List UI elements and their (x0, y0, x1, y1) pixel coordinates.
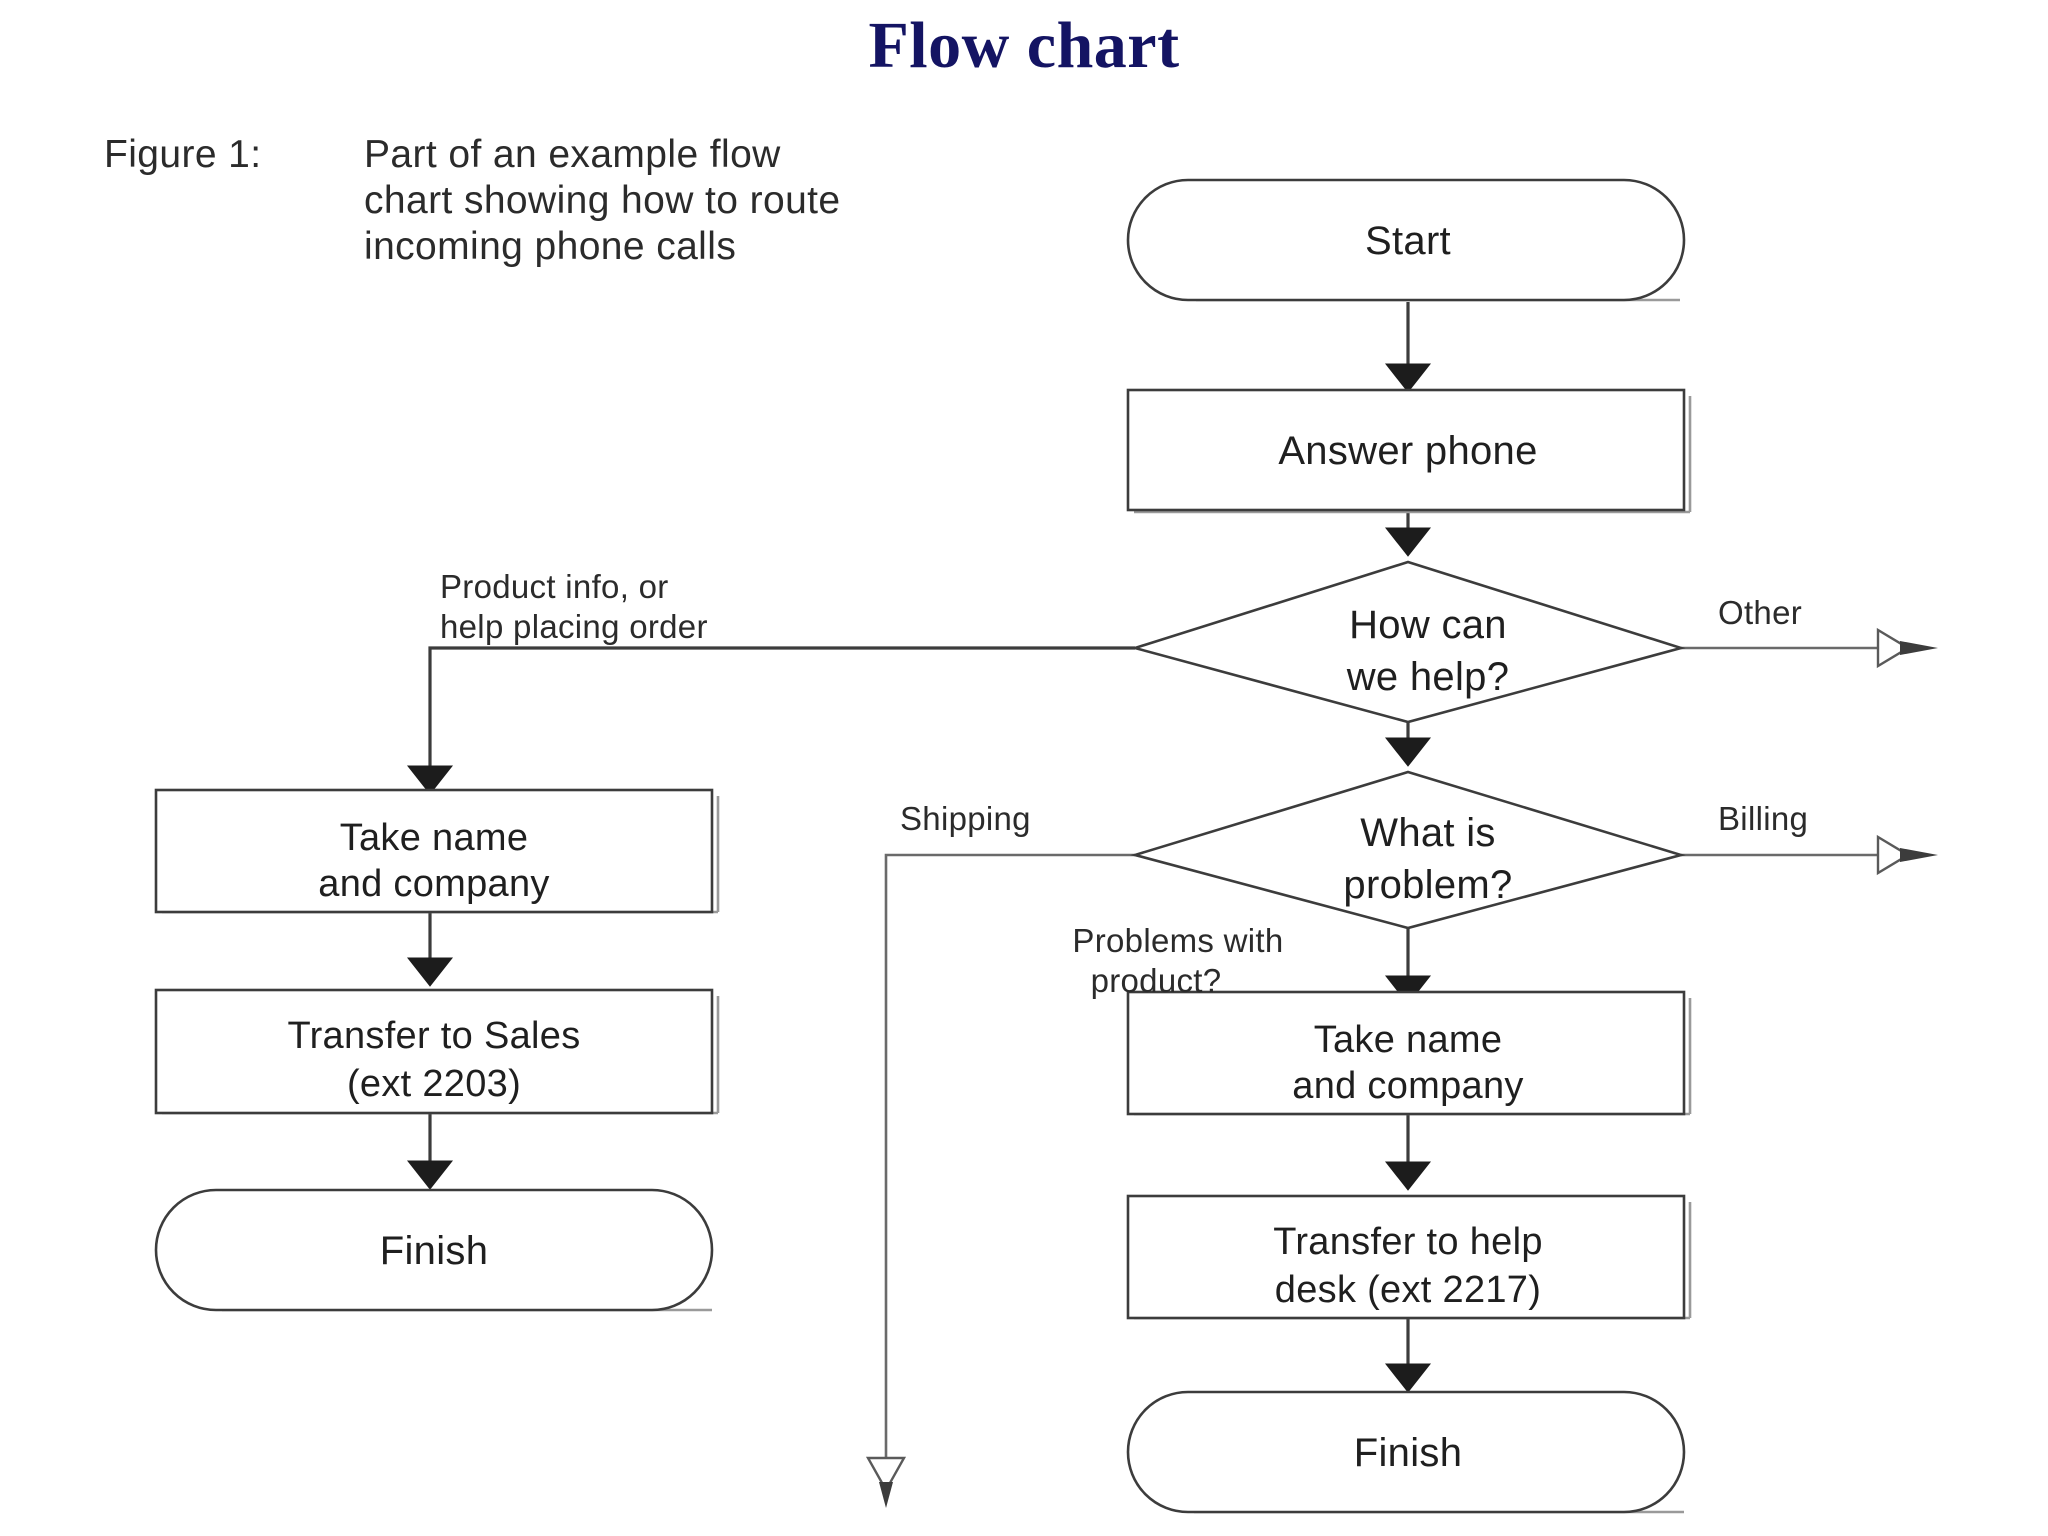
node-take-name-right-line2: and company (1292, 1065, 1523, 1107)
figure-caption-text-3: incoming phone calls (364, 225, 737, 268)
edge-howhelp-to-takename-left (406, 646, 1135, 795)
node-take-name-left[interactable]: Take name and company (154, 788, 720, 914)
node-transfer-to-sales-line1: Transfer to Sales (287, 1015, 580, 1057)
node-transfer-to-sales-line2: (ext 2203) (347, 1063, 521, 1105)
node-how-can-we-help-line2: we help? (1346, 655, 1510, 699)
figure-caption-line-1: Figure 1: Part of an example flow (104, 132, 1134, 178)
edge-label-billing: Billing (1718, 800, 1808, 837)
edge-label-problems-line1: Problems with (1072, 922, 1283, 959)
edge-howhelp-to-whatproblem (1384, 722, 1432, 767)
edge-takename-right-to-transferhelp (1384, 1114, 1432, 1191)
edge-howhelp-to-other (1681, 627, 1938, 669)
node-finish-left-label: Finish (380, 1229, 489, 1273)
node-transfer-to-help-desk-line1: Transfer to help (1273, 1221, 1543, 1263)
edge-transfersales-to-finish-left (406, 1113, 454, 1190)
node-transfer-to-help-desk[interactable]: Transfer to help desk (ext 2217) (1126, 1194, 1692, 1320)
page-title: Flow chart (868, 9, 1180, 82)
node-answer-phone-label: Answer phone (1278, 429, 1537, 473)
edge-label-other: Other (1718, 594, 1802, 631)
node-transfer-to-help-desk-line2: desk (ext 2217) (1275, 1269, 1541, 1311)
figure-caption: Figure 1: Part of an example flow chart s… (104, 132, 1134, 270)
figure-label: Figure 1: (104, 133, 262, 176)
figure-caption-text-2: chart showing how to route (364, 179, 841, 222)
figure-caption-text-1: Part of an example flow (364, 133, 781, 176)
node-what-is-problem[interactable]: What is problem? (1130, 770, 1686, 930)
node-start-label: Start (1365, 219, 1451, 263)
node-answer-phone[interactable]: Answer phone (1126, 388, 1692, 514)
edge-start-to-answer (1384, 302, 1432, 393)
node-start[interactable]: Start (1126, 178, 1686, 302)
node-how-can-we-help-line1: How can (1349, 603, 1507, 647)
node-transfer-to-sales[interactable]: Transfer to Sales (ext 2203) (154, 988, 720, 1115)
edge-whatproblem-to-shipping (865, 853, 1135, 1508)
edge-label-problems-line2: product? (1091, 962, 1222, 999)
edge-transferhelp-to-finish-right (1384, 1318, 1432, 1393)
figure-caption-line-3: incoming phone calls (104, 224, 1134, 270)
node-take-name-right[interactable]: Take name and company (1126, 990, 1692, 1116)
node-take-name-left-line2: and company (318, 863, 549, 905)
node-how-can-we-help[interactable]: How can we help? (1130, 560, 1686, 724)
edge-takename-left-to-transfersales (406, 912, 454, 987)
node-finish-right[interactable]: Finish (1126, 1390, 1686, 1514)
edge-whatproblem-to-takename-right (1384, 928, 1432, 1005)
edge-label-product-info-line2: help placing order (440, 608, 708, 645)
node-what-is-problem-line2: problem? (1343, 863, 1512, 907)
edge-label-shipping: Shipping (900, 800, 1031, 837)
node-take-name-right-line1: Take name (1314, 1019, 1503, 1061)
node-finish-right-label: Finish (1354, 1431, 1463, 1475)
node-what-is-problem-line1: What is (1360, 811, 1495, 855)
edge-whatproblem-to-billing (1681, 834, 1938, 876)
edge-label-product-info: Product info, or help placing order (440, 568, 708, 645)
node-finish-left[interactable]: Finish (154, 1188, 714, 1312)
node-take-name-left-line1: Take name (340, 817, 529, 859)
edge-answer-to-howhelp (1384, 512, 1432, 557)
edge-label-product-info-line1: Product info, or (440, 568, 669, 605)
edge-label-problems-with-product: Problems with product? (1072, 922, 1283, 999)
figure-caption-line-2: chart showing how to route (104, 178, 1134, 224)
